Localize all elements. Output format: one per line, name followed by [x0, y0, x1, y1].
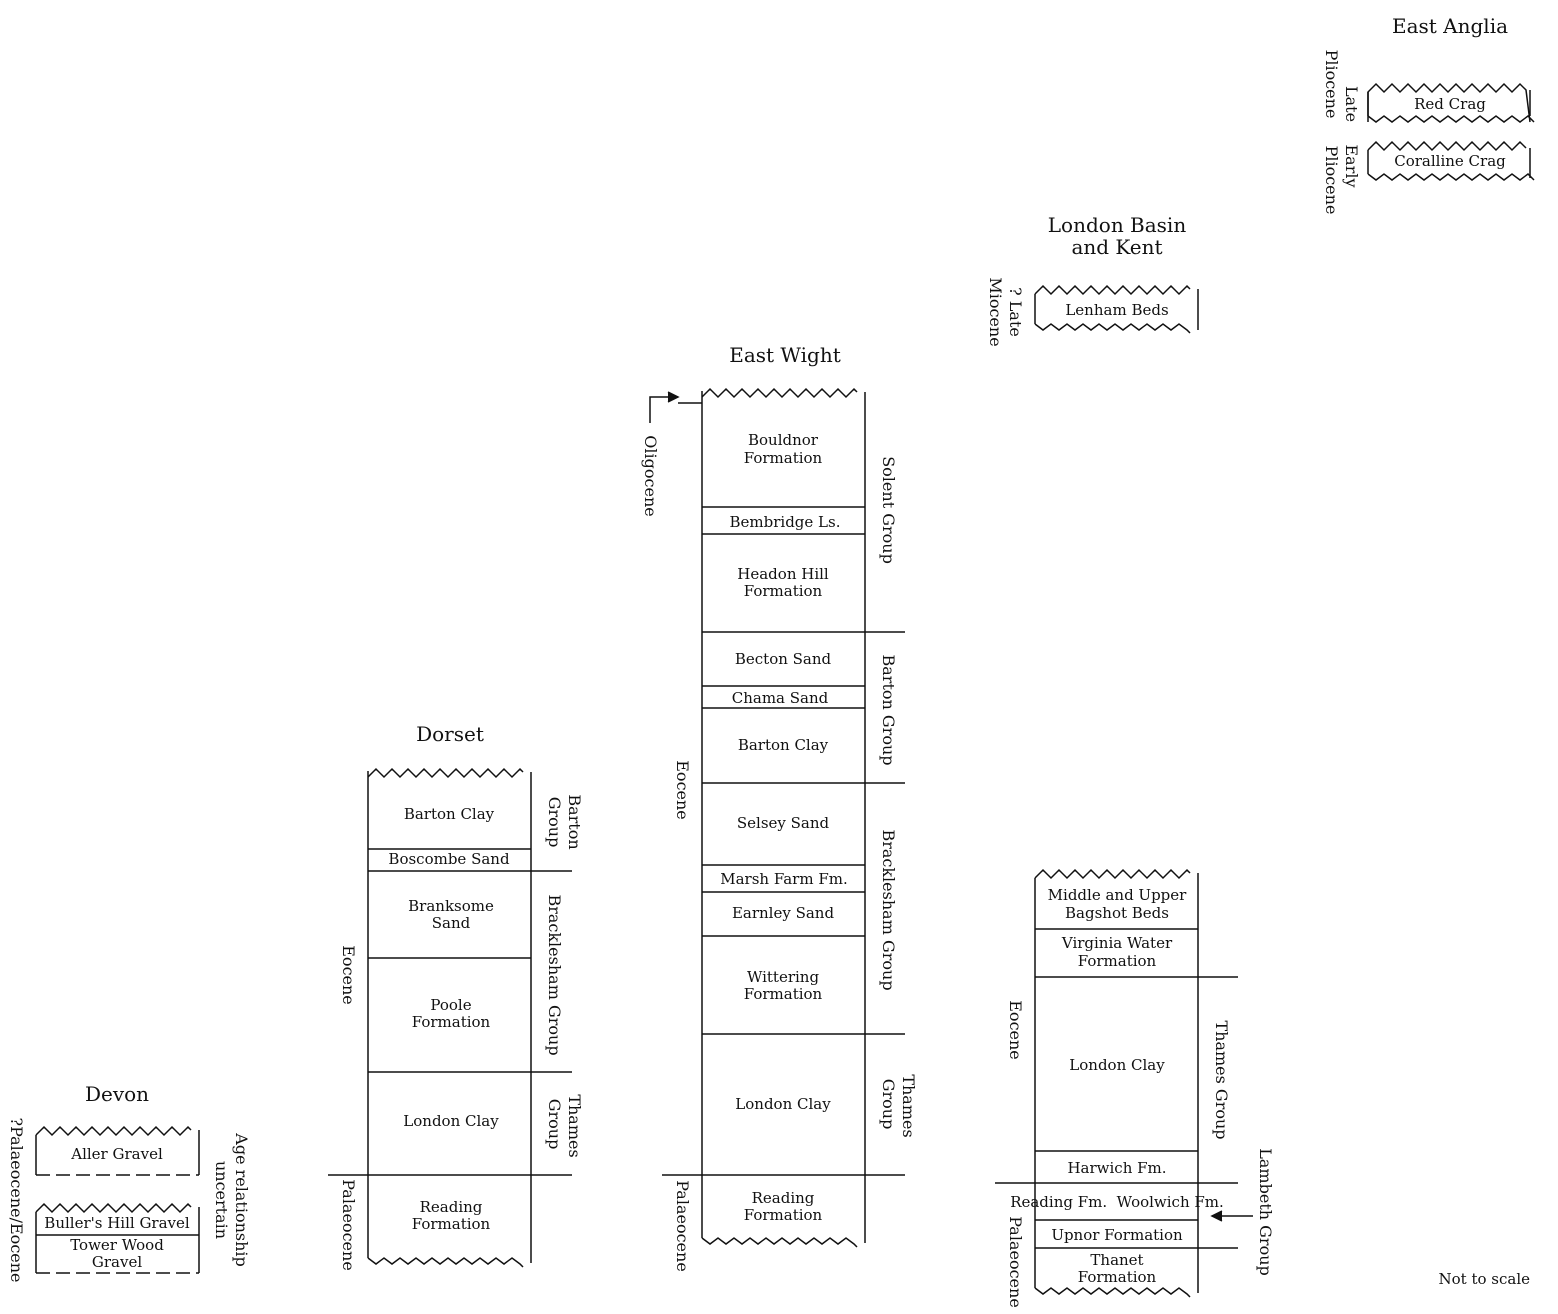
- miocene-label: Miocene: [986, 277, 1005, 346]
- dorset-eocene-label: Eocene: [339, 945, 358, 1005]
- london-palaeocene: Palaeocene: [1006, 1216, 1025, 1308]
- age-relationship-line1: Age relationship: [232, 1132, 251, 1266]
- selsey-label: Selsey Sand: [737, 814, 830, 832]
- east-wight-column: [649, 387, 905, 1248]
- east-anglia-title: East Anglia: [1392, 14, 1508, 38]
- dorset-reading-line2: Formation: [412, 1215, 491, 1233]
- late-pliocene-label: Pliocene: [1322, 50, 1341, 119]
- bagshot-line1: Middle and Upper: [1048, 886, 1187, 904]
- bullers-hill-label: Buller's Hill Gravel: [44, 1214, 190, 1232]
- ew-barton-clay-label: Barton Clay: [738, 736, 829, 754]
- coralline-crag-box: [1367, 140, 1535, 181]
- dorset-bracklesham-group-label: Bracklesham Group: [545, 894, 564, 1055]
- ew-london-clay-label: London Clay: [735, 1095, 831, 1113]
- ew-reading-line1: Reading: [752, 1189, 815, 1207]
- poole-line2: Formation: [412, 1013, 491, 1031]
- devon-title: Devon: [85, 1082, 149, 1106]
- lenham-beds-box: [1034, 284, 1199, 334]
- early-label: Early: [1342, 144, 1361, 187]
- dorset-london-clay-label: London Clay: [403, 1112, 499, 1130]
- aller-gravel-label: Aller Gravel: [70, 1145, 163, 1163]
- coralline-crag-label: Coralline Crag: [1394, 152, 1506, 170]
- marsh-farm-label: Marsh Farm Fm.: [720, 870, 848, 888]
- becton-label: Becton Sand: [735, 650, 832, 668]
- dorset-thames-label: Thames: [565, 1094, 584, 1157]
- chama-label: Chama Sand: [732, 689, 829, 707]
- ew-group-label: Group: [879, 1079, 898, 1130]
- red-crag-box: [1367, 82, 1535, 123]
- london-title-line2: and Kent: [1071, 235, 1162, 259]
- dorset-title: Dorset: [416, 722, 484, 746]
- solent-group-label: Solent Group: [879, 456, 898, 564]
- harwich-label: Harwich Fm.: [1067, 1159, 1166, 1177]
- branksome-line2: Sand: [432, 914, 471, 932]
- ew-barton-group-label: Barton Group: [879, 654, 898, 765]
- london-eocene: Eocene: [1006, 1000, 1025, 1060]
- ew-thames-label: Thames: [899, 1074, 918, 1137]
- lenham-beds-label: Lenham Beds: [1065, 301, 1168, 319]
- virginia-line2: Formation: [1078, 952, 1157, 970]
- headon-line2: Formation: [744, 582, 823, 600]
- ew-reading-line2: Formation: [744, 1206, 823, 1224]
- wittering-line1: Wittering: [747, 968, 820, 986]
- devon-age-label: ?Palaeocene/Eocene: [7, 1117, 26, 1282]
- bagshot-line2: Bagshot Beds: [1065, 904, 1169, 922]
- tower-wood-line1: Tower Wood: [70, 1236, 164, 1254]
- dorset-barton-label: Barton: [565, 794, 584, 849]
- poole-line1: Poole: [430, 996, 471, 1014]
- thanet-line1: Thanet: [1090, 1251, 1143, 1269]
- bouldnor-line2: Formation: [744, 449, 823, 467]
- late-label: Late: [1342, 86, 1361, 122]
- age-relationship-line2: uncertain: [212, 1161, 231, 1239]
- tower-wood-line2: Gravel: [92, 1253, 142, 1271]
- branksome-line1: Branksome: [408, 897, 494, 915]
- london-column: [995, 868, 1253, 1298]
- boscombe-label: Boscombe Sand: [388, 850, 510, 868]
- earnley-label: Earnley Sand: [732, 904, 835, 922]
- bembridge-label: Bembridge Ls.: [730, 513, 841, 531]
- bouldnor-line1: Bouldnor: [748, 431, 819, 449]
- aller-gravel-box: [35, 1125, 200, 1176]
- upnor-label: Upnor Formation: [1051, 1226, 1183, 1244]
- dorset-barton-group-word: Group: [545, 797, 564, 848]
- ew-bracklesham-group-label: Bracklesham Group: [879, 829, 898, 990]
- red-crag-label: Red Crag: [1414, 95, 1486, 113]
- dorset-thames-group-word: Group: [545, 1099, 564, 1150]
- london-thames-group: Thames Group: [1212, 1020, 1231, 1139]
- oligocene-label: Oligocene: [641, 435, 660, 516]
- dorset-palaeocene-label: Palaeocene: [339, 1179, 358, 1271]
- thanet-line2: Formation: [1078, 1268, 1157, 1286]
- ew-eocene-label: Eocene: [673, 760, 692, 820]
- dorset-barton-clay-label: Barton Clay: [404, 805, 495, 823]
- bullers-hill-box: [35, 1202, 200, 1274]
- east-wight-title: East Wight: [729, 343, 841, 367]
- london-lambeth-group: Lambeth Group: [1256, 1148, 1275, 1275]
- headon-line1: Headon Hill: [737, 565, 829, 583]
- not-to-scale-note: Not to scale: [1439, 1270, 1531, 1288]
- early-pliocene-label: Pliocene: [1322, 146, 1341, 215]
- dorset-column: [328, 767, 572, 1268]
- london-clay-label: London Clay: [1069, 1056, 1165, 1074]
- london-title-line1: London Basin: [1048, 213, 1187, 237]
- virginia-line1: Virginia Water: [1061, 934, 1173, 952]
- ew-palaeocene-label: Palaeocene: [673, 1180, 692, 1272]
- late-miocene-q-label: ? Late: [1006, 287, 1025, 337]
- wittering-line2: Formation: [744, 985, 823, 1003]
- reading-woolwich-label: Reading Fm. Woolwich Fm.: [1010, 1193, 1224, 1211]
- dorset-reading-line1: Reading: [420, 1198, 483, 1216]
